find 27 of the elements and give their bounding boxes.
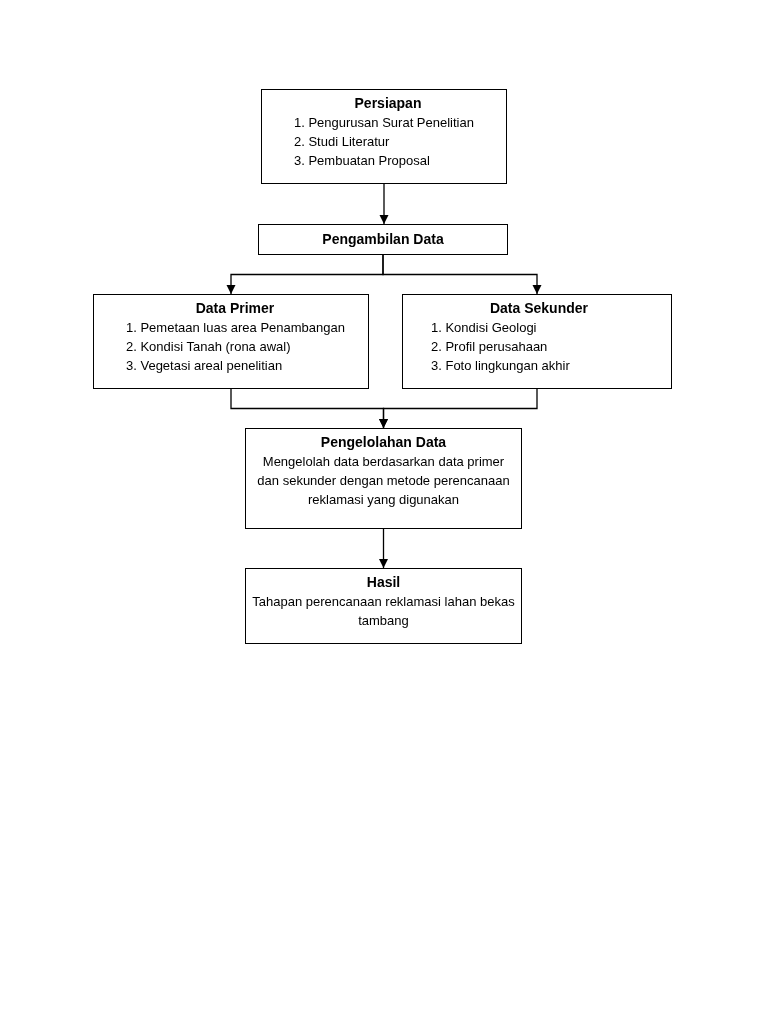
list-item: 1. Pemetaan luas area Penambangan <box>125 319 346 337</box>
list-item: 1. Pengurusan Surat Penelitian <box>293 114 475 132</box>
process-box <box>261 89 507 184</box>
list-item: 3. Vegetasi areal penelitian <box>125 357 284 375</box>
description-text: Tahapan perencanaan reklamasi lahan bekas tambang <box>252 593 515 630</box>
box-heading: Data Sekunder <box>488 299 589 318</box>
arrow <box>378 388 538 429</box>
box-heading: Persiapan <box>353 94 423 113</box>
box-heading: Pengambilan Data <box>321 230 445 249</box>
process-box <box>245 428 522 529</box>
description-text: Mengelolah data berdasarkan data primer dan sekunder dengan metode perencanaan reklamasi yang digunakan <box>256 453 511 509</box>
box-heading: Data Primer <box>194 299 276 318</box>
process-box <box>402 294 672 389</box>
arrow <box>379 183 389 225</box>
list-item: 2. Profil perusahaan <box>430 338 549 356</box>
box-heading: Pengelolahan Data <box>319 433 448 452</box>
list-item: 2. Studi Literatur <box>293 133 391 151</box>
process-box <box>245 568 522 644</box>
list-item: 3. Pembuatan Proposal <box>293 152 431 170</box>
process-box <box>258 224 508 255</box>
arrow <box>382 254 542 295</box>
list-item: 1. Kondisi Geologi <box>430 319 538 337</box>
list-item: 3. Foto lingkungan akhir <box>430 357 571 375</box>
process-box <box>93 294 369 389</box>
list-item: 2. Kondisi Tanah (rona awal) <box>125 338 292 356</box>
box-heading: Hasil <box>365 573 402 592</box>
arrow <box>378 528 389 569</box>
